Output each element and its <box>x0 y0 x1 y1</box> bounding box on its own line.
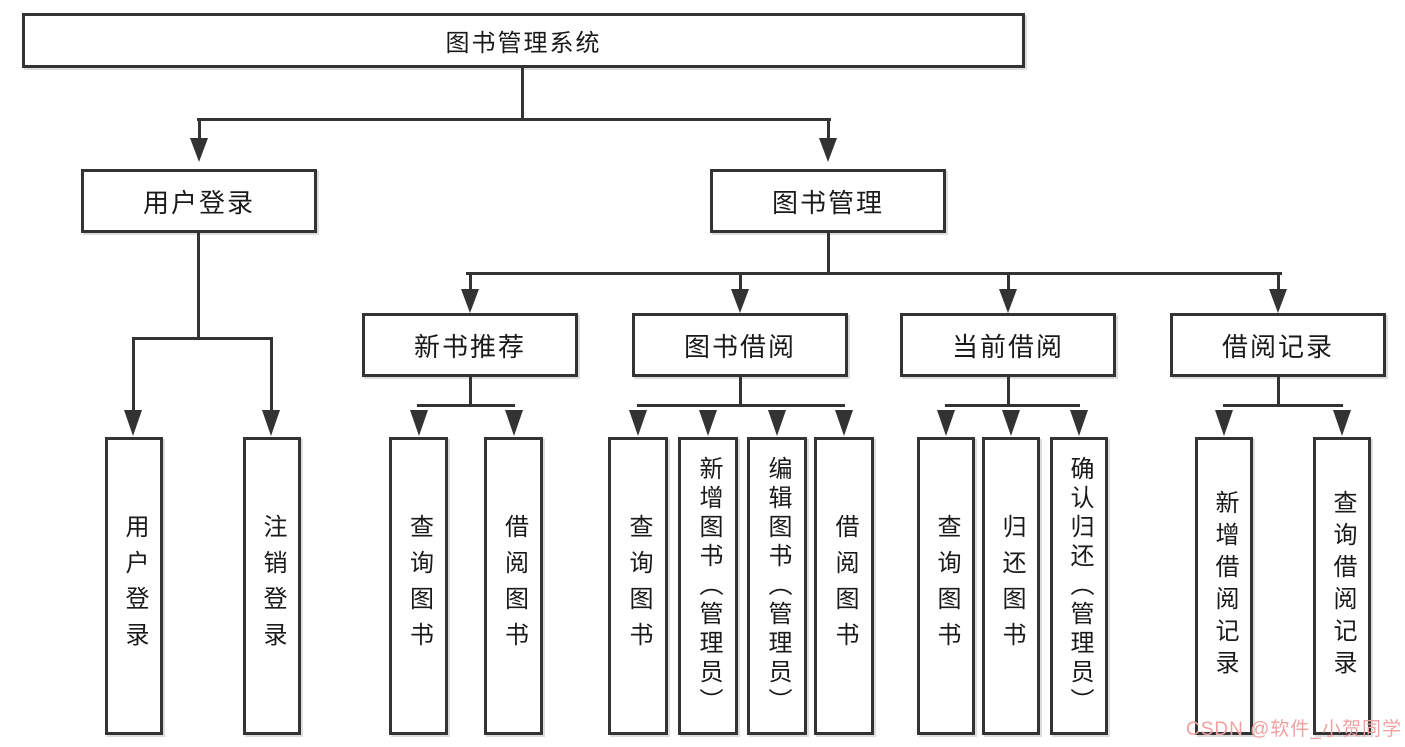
node-borrowing-records: 借阅记录 <box>1170 313 1386 377</box>
node-label: 用户登录 <box>121 514 148 658</box>
node-label: 图书借阅 <box>683 331 796 362</box>
arrow-down-icon <box>768 410 786 436</box>
arrow-down-icon <box>699 410 717 436</box>
connector-line <box>197 118 831 121</box>
node-book-borrowing: 图书借阅 <box>632 313 848 377</box>
node-label: 借阅图书 <box>831 514 858 658</box>
connector-line <box>1277 274 1280 289</box>
arrow-down-icon <box>505 410 523 436</box>
node-borrow-books-borrowing: 借阅图书 <box>814 437 874 735</box>
node-edit-book-admin: 编辑图书（管理员） <box>747 437 807 735</box>
connector-line <box>466 272 1282 275</box>
node-query-books-current: 查询图书 <box>917 437 975 735</box>
node-library-management-system: 图书管理系统 <box>22 13 1025 68</box>
arrow-down-icon <box>1333 410 1351 436</box>
arrow-down-icon <box>1215 410 1233 436</box>
connector-line <box>1007 377 1010 406</box>
node-label: 借阅图书 <box>500 514 528 658</box>
connector-line <box>132 340 135 410</box>
node-label: 查询图书 <box>933 514 960 658</box>
connector-line <box>469 274 472 289</box>
arrow-down-icon <box>835 410 853 436</box>
node-label: 注销登录 <box>259 514 286 658</box>
arrow-down-icon <box>629 410 647 436</box>
node-label: 查询图书 <box>625 514 652 658</box>
arrow-down-icon <box>1269 289 1287 313</box>
arrow-down-icon <box>1002 410 1020 436</box>
arrow-down-icon <box>461 289 479 313</box>
arrow-down-icon <box>124 410 142 436</box>
connector-line <box>469 377 472 406</box>
node-label: 新书推荐 <box>413 331 526 362</box>
node-logout-login-leaf: 注销登录 <box>243 437 301 735</box>
node-add-borrow-record: 新增借阅记录 <box>1195 437 1253 735</box>
node-user-login-leaf: 用户登录 <box>105 437 163 735</box>
node-book-management: 图书管理 <box>710 169 946 233</box>
connector-line <box>417 404 515 407</box>
node-query-borrow-record: 查询借阅记录 <box>1313 437 1371 735</box>
arrow-down-icon <box>1070 410 1088 436</box>
node-label: 图书管理系统 <box>445 30 602 57</box>
node-label: 归还图书 <box>998 514 1025 658</box>
node-current-borrowing: 当前借阅 <box>900 313 1116 377</box>
connector-line <box>1277 377 1280 406</box>
node-label: 编辑图书（管理员） <box>764 455 791 717</box>
connector-line <box>827 120 830 138</box>
node-label: 查询借阅记录 <box>1329 490 1356 682</box>
connector-line <box>637 404 845 407</box>
node-query-books-recommend: 查询图书 <box>389 437 448 735</box>
node-label: 用户登录 <box>142 187 255 218</box>
connector-line <box>1007 274 1010 289</box>
node-query-books-borrowing: 查询图书 <box>608 437 668 735</box>
connector-line <box>521 68 524 120</box>
connector-line <box>739 274 742 289</box>
node-label: 新增借阅记录 <box>1211 490 1238 682</box>
node-user-login: 用户登录 <box>81 169 317 233</box>
connector-line <box>739 377 742 406</box>
node-borrow-books-recommend: 借阅图书 <box>484 437 543 735</box>
node-label: 借阅记录 <box>1221 331 1334 362</box>
arrow-down-icon <box>731 289 749 313</box>
connector-line <box>945 404 1080 407</box>
node-new-book-recommendation: 新书推荐 <box>362 313 578 377</box>
node-label: 图书管理 <box>771 187 884 218</box>
connector-line <box>827 233 830 274</box>
node-label: 新增图书（管理员） <box>695 455 722 717</box>
arrow-down-icon <box>937 410 955 436</box>
csdn-watermark: CSDN @软件_小贺同学 <box>1186 719 1402 740</box>
connector-line <box>1223 404 1343 407</box>
arrow-down-icon <box>999 289 1017 313</box>
node-label: 查询图书 <box>405 514 433 658</box>
node-label: 当前借阅 <box>951 331 1064 362</box>
arrow-down-icon <box>262 410 280 436</box>
node-return-books: 归还图书 <box>982 437 1040 735</box>
arrow-down-icon <box>819 138 837 162</box>
node-confirm-return-admin: 确认归还（管理员） <box>1050 437 1108 735</box>
node-label: 确认归还（管理员） <box>1066 455 1093 717</box>
connector-line <box>270 340 273 410</box>
arrow-down-icon <box>190 138 208 162</box>
connector-line <box>132 337 273 340</box>
connector-line <box>197 233 200 339</box>
connector-line <box>198 120 201 138</box>
node-add-book-admin: 新增图书（管理员） <box>678 437 738 735</box>
arrow-down-icon <box>410 410 428 436</box>
